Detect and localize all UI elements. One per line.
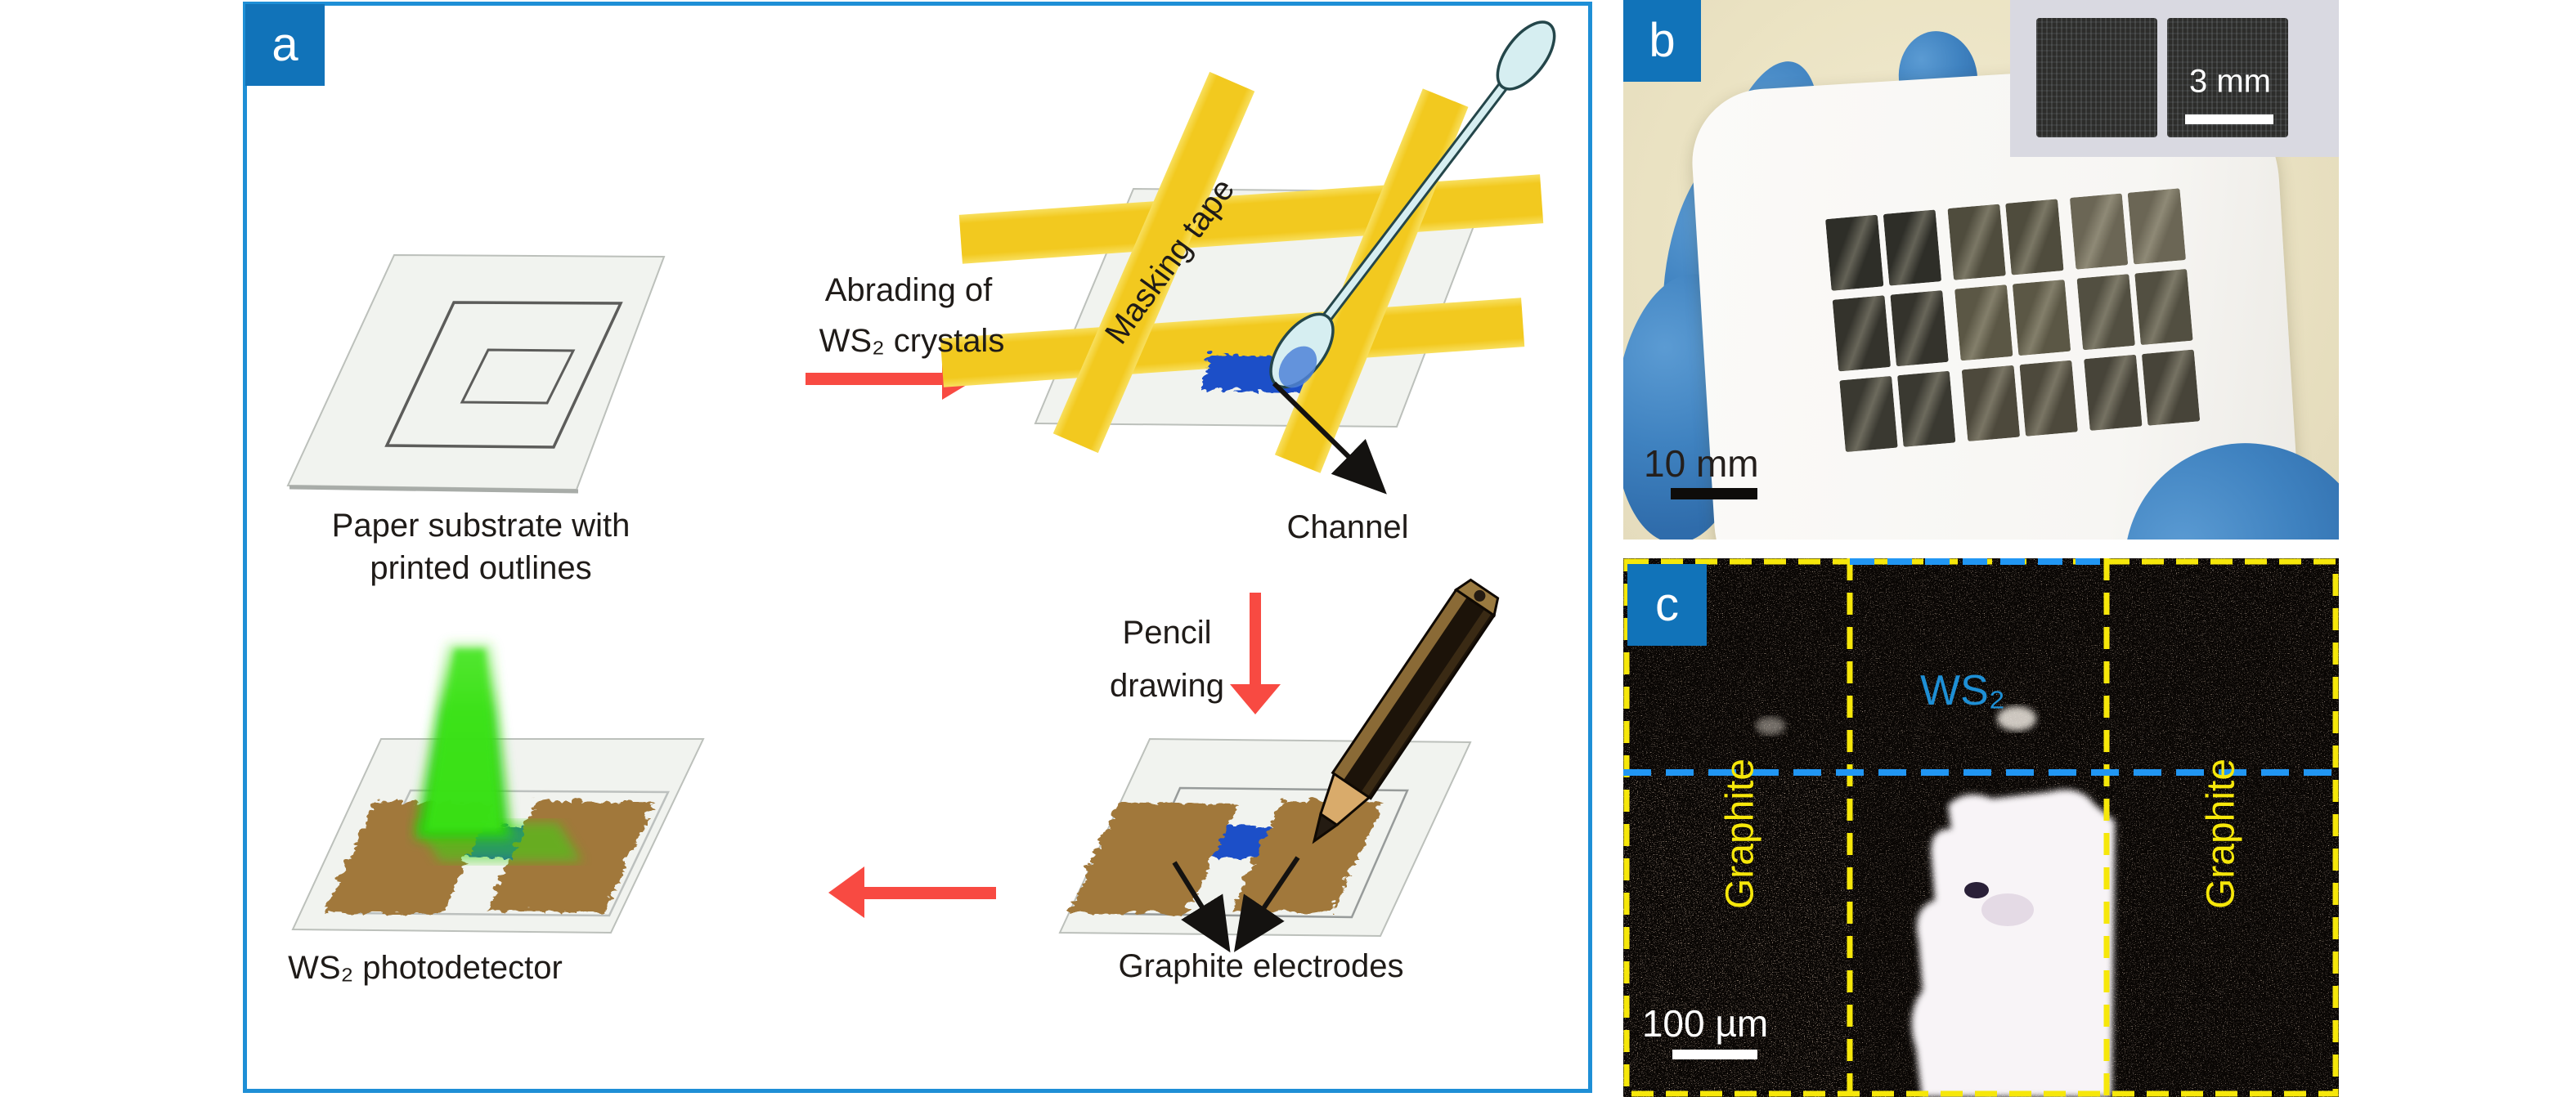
device-square	[1961, 365, 2021, 442]
device-pair	[2069, 188, 2187, 270]
arrow-pencil-step	[1230, 593, 1281, 714]
device-square	[2019, 360, 2078, 437]
dark-speck	[1964, 882, 1989, 898]
device-pair	[1832, 290, 1949, 372]
scale-bar-3mm	[2185, 114, 2273, 124]
panel-c-letter: c	[1655, 578, 1679, 631]
scale-label-10mm: 10 mm	[1644, 442, 1759, 485]
panel-b-letter: b	[1649, 14, 1676, 67]
device-square	[1897, 370, 1956, 447]
scale-label-3mm: 3 mm	[2189, 63, 2271, 100]
substrate-caption-line2: printed outlines	[370, 550, 592, 586]
panel-c-label: c	[1627, 564, 1707, 646]
device-square	[2012, 279, 2071, 356]
device-pair	[1947, 199, 2064, 280]
micrograph	[1623, 558, 2339, 1097]
fiber-texture	[2107, 558, 2339, 1097]
graphite-region-label-left: Graphite	[1718, 758, 1762, 910]
tint-spot	[1981, 893, 2034, 926]
green-light-beam-core	[426, 649, 500, 831]
device-array-grid	[1825, 188, 2201, 461]
device-square	[1947, 204, 2006, 280]
bright-patch	[1997, 706, 2036, 731]
device-square	[2005, 199, 2064, 275]
pencil-step-line2: drawing	[1109, 668, 1225, 704]
ws2-region-label: WS₂	[1920, 667, 2005, 714]
bright-patch	[1756, 717, 1785, 735]
photo-inset: 3 mm	[2010, 0, 2339, 157]
device-square	[1883, 209, 1942, 286]
graphite-electrode-right	[1228, 798, 1380, 910]
scale-bar-100um	[1672, 1050, 1757, 1059]
pencil-step-line1: Pencil	[1122, 615, 1212, 651]
device-square	[1832, 295, 1892, 372]
fiber-texture	[1623, 772, 1850, 1097]
inset-electrode-square	[2036, 18, 2157, 137]
abrading-step-line1: Abrading of	[824, 272, 993, 308]
device-square	[1890, 290, 1949, 367]
abrading-step-line2: WS₂ crystals	[819, 323, 1005, 359]
panel-b: 10 mm 3 mm b	[1623, 0, 2339, 540]
panel-c: WS₂ Graphite Graphite 100 µm c	[1623, 558, 2339, 1097]
panel-a-letter: a	[272, 18, 298, 71]
printed-outline-inner	[460, 348, 576, 405]
device-square	[2069, 193, 2129, 270]
device-pair	[1961, 360, 2078, 442]
graphite-electrode-left	[1066, 799, 1235, 911]
device-pair	[1839, 370, 1956, 453]
panel-b-label: b	[1623, 0, 1701, 82]
graphite-region-label-right: Graphite	[2199, 758, 2243, 910]
panel-a-label: a	[245, 4, 325, 86]
printed-outline-outer	[384, 301, 623, 449]
photodetector-caption: WS₂ photodetector	[288, 950, 563, 986]
device-square	[2084, 354, 2143, 431]
device-square	[2127, 188, 2187, 265]
pencil	[1312, 578, 1500, 844]
electrode-pointer-arrow-1	[1172, 861, 1231, 953]
device-square	[1954, 284, 2013, 361]
device-pair	[1825, 209, 1942, 291]
cotton-swab	[1269, 20, 1556, 389]
fabrication-schematic	[286, 20, 1556, 953]
device-square	[1825, 214, 1884, 291]
device-pair	[2084, 349, 2201, 431]
panel-a: Paper substrate with printed outlines Ab…	[243, 2, 1592, 1093]
bare-paper-bright-region	[1911, 790, 2115, 1097]
arrow-to-photodetector	[828, 866, 996, 918]
graphite-electrodes-caption: Graphite electrodes	[1118, 948, 1404, 984]
masking-tape-strip-vertical-2	[1274, 88, 1469, 473]
masking-tape-strip-vertical-1	[1052, 71, 1255, 454]
electrode-pointer-arrow-2	[1233, 856, 1300, 952]
scale-label-100um: 100 µm	[1641, 1002, 1769, 1045]
device-pair	[1954, 279, 2071, 361]
substrate-caption-line1: Paper substrate with	[331, 508, 631, 544]
channel-pointer-arrow	[1272, 381, 1387, 495]
device-square	[2134, 268, 2193, 346]
device-square	[2076, 274, 2135, 351]
device-pair	[2076, 268, 2193, 351]
scale-bar-10mm	[1671, 488, 1757, 499]
channel-label: Channel	[1286, 509, 1409, 545]
device-square	[2141, 349, 2201, 426]
paper-shadow-edge	[289, 485, 579, 494]
device-square	[1839, 375, 1898, 453]
